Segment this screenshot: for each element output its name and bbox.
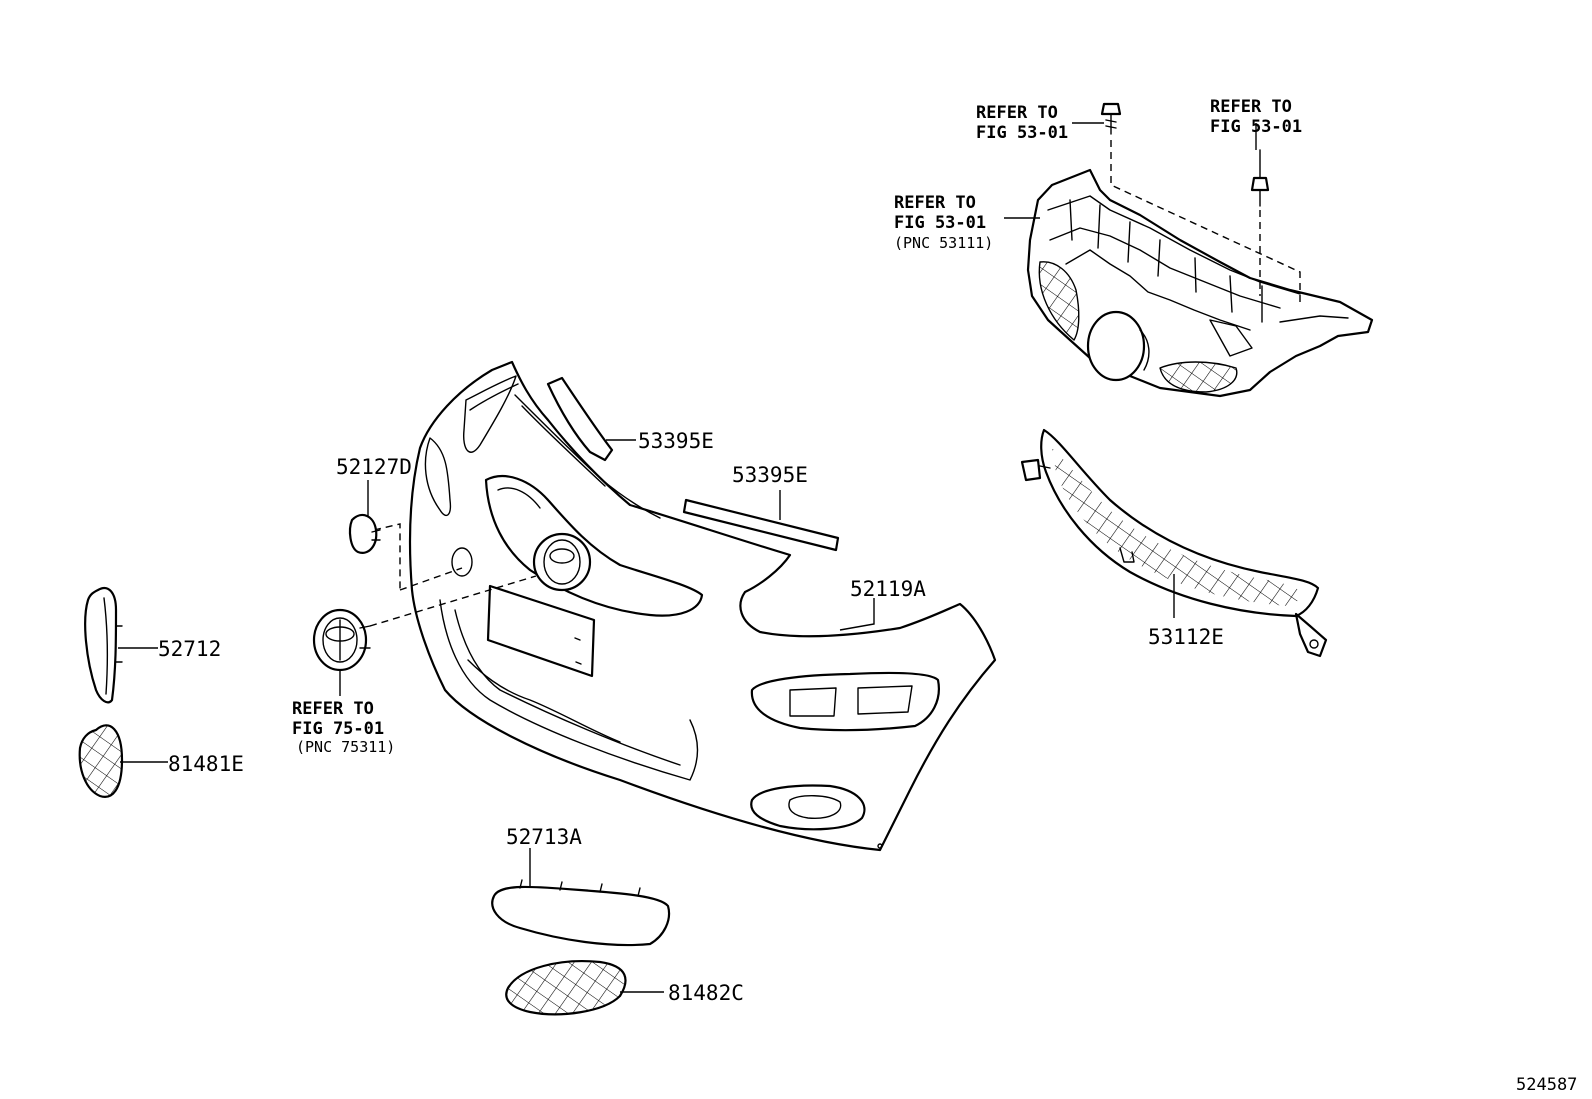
screw-top-left xyxy=(1100,102,1122,135)
svg-text:FIG 53-01: FIG 53-01 xyxy=(1210,117,1302,137)
svg-text:REFER TO: REFER TO xyxy=(976,103,1058,123)
seal-lower-53395e xyxy=(682,498,840,552)
svg-text:REFER TO: REFER TO xyxy=(292,699,374,719)
refer-note-top-left: REFER TO FIG 53-01 xyxy=(976,103,1068,143)
fog-grille-81482c xyxy=(505,960,627,1016)
svg-text:REFER TO: REFER TO xyxy=(1210,97,1292,117)
svg-text:FIG 53-01: FIG 53-01 xyxy=(976,123,1068,143)
seal-upper-53395e xyxy=(546,376,614,462)
side-trim-52712 xyxy=(84,586,123,704)
svg-text:REFER TO: REFER TO xyxy=(894,193,976,213)
svg-text:FIG 75-01: FIG 75-01 xyxy=(292,719,384,739)
callout-53395e-lower: 53395E xyxy=(732,463,808,487)
refer-note-grille: REFER TO FIG 53-01 (PNC 53111) xyxy=(894,193,993,252)
grille-81481e xyxy=(78,724,124,798)
svg-text:(PNC 53111): (PNC 53111) xyxy=(894,234,993,252)
figure-number: 524587 xyxy=(1516,1075,1577,1095)
svg-text:FIG 53-01: FIG 53-01 xyxy=(894,213,986,233)
bumper-emblem xyxy=(532,532,592,592)
refer-note-emblem: REFER TO FIG 75-01 (PNC 75311) xyxy=(292,699,395,756)
callout-52713a: 52713A xyxy=(506,825,582,849)
callout-81482c: 81482C xyxy=(668,981,744,1005)
lower-trim-52713a xyxy=(491,879,671,947)
callout-53112e: 53112E xyxy=(1148,625,1224,649)
callout-81481e: 81481E xyxy=(168,752,244,776)
callout-53395e-upper: 53395E xyxy=(638,429,714,453)
front-bumper-cover xyxy=(408,360,997,852)
svg-text:(PNC 75311): (PNC 75311) xyxy=(296,738,395,756)
callout-52119a: 52119A xyxy=(850,577,926,601)
cap-52127d xyxy=(348,513,381,554)
screw-top-right xyxy=(1250,149,1270,207)
lower-grille-53112e xyxy=(1020,428,1328,658)
callout-52127d: 52127D xyxy=(336,455,412,479)
upper-grille-assembly xyxy=(1026,168,1374,398)
callout-52712: 52712 xyxy=(158,637,221,661)
emblem-refer-75-01 xyxy=(312,608,371,672)
refer-note-top-right: REFER TO FIG 53-01 xyxy=(1210,97,1302,137)
